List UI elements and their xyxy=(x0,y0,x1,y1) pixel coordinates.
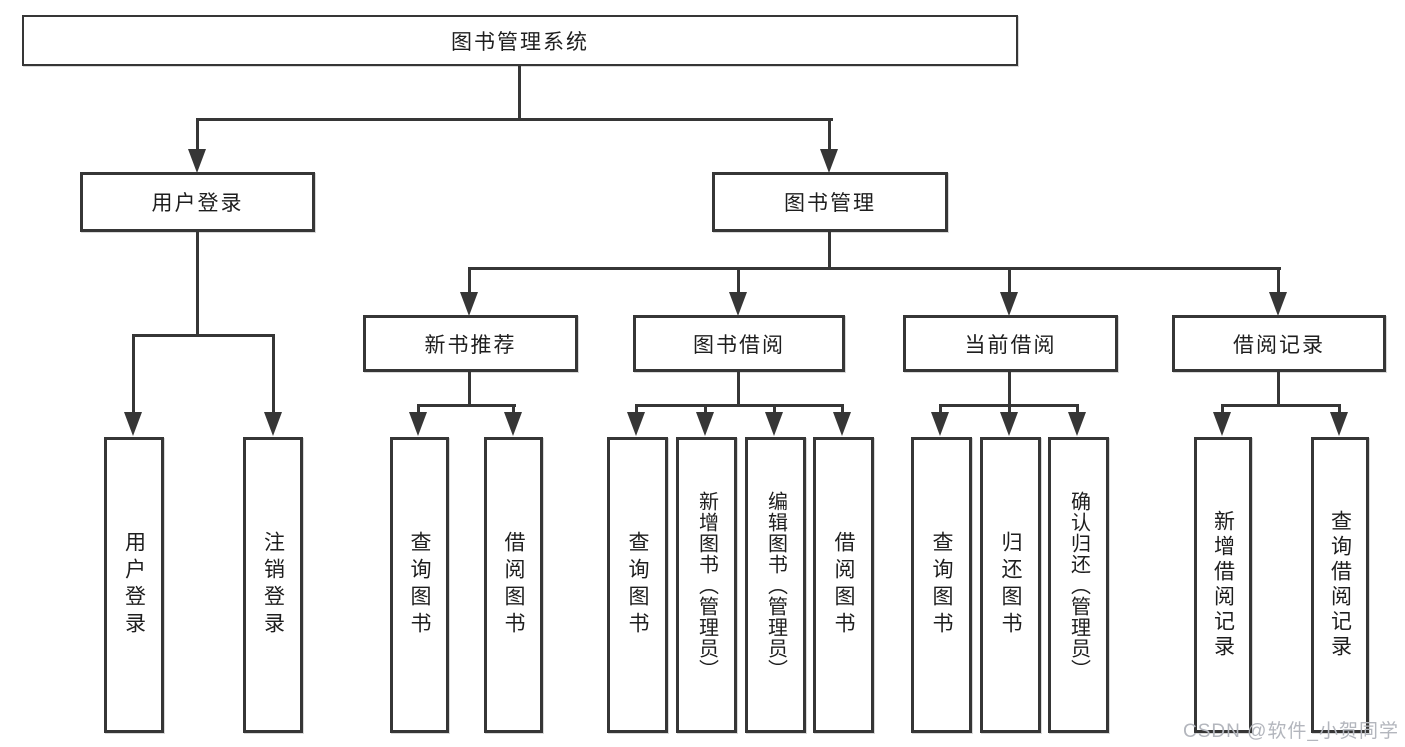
connector-stem-user-login xyxy=(196,118,199,152)
node-current-borrow: 当前借阅 xyxy=(903,315,1118,372)
leaf-query-books-current: 查询图书 xyxy=(911,437,972,733)
node-new-book-recommend: 新书推荐 xyxy=(363,315,578,372)
leaf-confirm-return-admin: 确认归还（管理员） xyxy=(1048,437,1109,733)
connector-user-login-bar xyxy=(132,334,275,337)
leaf-add-borrow-record-label: 新增借阅记录 xyxy=(1211,510,1235,660)
connector-borrow-records-bar xyxy=(1221,404,1341,407)
connector-stem-borrow-books-recommend xyxy=(512,404,515,414)
node-borrow-records-label: 借阅记录 xyxy=(1233,333,1325,357)
arrow-down-new-book-recommend-icon xyxy=(460,292,478,316)
leaf-borrow-books-recommend: 借阅图书 xyxy=(484,437,543,733)
arrow-down-query-books-current-icon xyxy=(931,412,949,436)
connector-stem-borrow-books-borrow xyxy=(841,404,844,414)
leaf-borrow-books-borrow: 借阅图书 xyxy=(813,437,874,733)
leaf-add-borrow-record: 新增借阅记录 xyxy=(1194,437,1252,733)
arrow-down-add-book-admin-icon xyxy=(696,412,714,436)
connector-stem-book-management xyxy=(828,118,831,152)
connector-stem-add-borrow-record xyxy=(1221,404,1224,414)
connector-stem-edit-book-admin xyxy=(773,404,776,414)
arrow-down-current-borrow-icon xyxy=(1000,292,1018,316)
leaf-borrow-books-borrow-label: 借阅图书 xyxy=(832,531,855,639)
node-book-management-label: 图书管理 xyxy=(784,192,876,215)
leaf-return-book-label: 归还图书 xyxy=(999,531,1022,639)
node-book-borrow: 图书借阅 xyxy=(633,315,845,372)
connector-stem-query-books-borrow xyxy=(635,404,638,414)
leaf-add-book-admin-label: 新增图书（管理员） xyxy=(695,490,718,680)
leaf-edit-book-admin-label: 编辑图书（管理员） xyxy=(764,490,787,680)
arrow-down-return-book-icon xyxy=(1000,412,1018,436)
leaf-logout: 注销登录 xyxy=(243,437,303,733)
connector-stem-current-borrow xyxy=(1008,267,1011,293)
leaf-query-books-current-label: 查询图书 xyxy=(930,531,953,639)
node-new-book-recommend-label: 新书推荐 xyxy=(424,333,517,357)
leaf-user-login-label: 用户登录 xyxy=(122,531,146,639)
arrow-down-user-login-icon xyxy=(188,149,206,173)
leaf-query-borrow-record: 查询借阅记录 xyxy=(1311,437,1369,733)
connector-stem-new-book-recommend xyxy=(468,267,471,293)
connector-book-management-stem xyxy=(828,232,831,270)
arrow-down-confirm-return-admin-icon xyxy=(1068,412,1086,436)
connector-book-borrow-bar xyxy=(635,404,844,407)
node-borrow-records: 借阅记录 xyxy=(1172,315,1386,372)
leaf-query-books-recommend-label: 查询图书 xyxy=(408,531,431,639)
arrow-down-query-books-borrow-icon xyxy=(627,412,645,436)
connector-stem-leaf-user-login xyxy=(132,334,135,414)
node-current-borrow-label: 当前借阅 xyxy=(964,333,1057,357)
arrow-down-book-management-icon xyxy=(820,149,838,173)
arrow-down-borrow-books-borrow-icon xyxy=(833,412,851,436)
connector-new-book-recommend-bar xyxy=(417,404,516,407)
connector-stem-borrow-records xyxy=(1277,267,1280,293)
connector-root-bar xyxy=(196,118,833,121)
connector-stem-return-book xyxy=(1008,404,1011,414)
leaf-confirm-return-admin-label: 确认归还（管理员） xyxy=(1067,490,1090,680)
connector-new-book-recommend-stem xyxy=(468,372,471,407)
leaf-borrow-books-recommend-label: 借阅图书 xyxy=(502,531,525,639)
leaf-query-borrow-record-label: 查询借阅记录 xyxy=(1328,510,1352,660)
connector-book-management-bar xyxy=(468,267,1281,270)
arrow-down-edit-book-admin-icon xyxy=(765,412,783,436)
csdn-watermark: CSDN @软件_小贺同学 xyxy=(1183,721,1399,742)
arrow-down-query-borrow-record-icon xyxy=(1330,412,1348,436)
leaf-edit-book-admin: 编辑图书（管理员） xyxy=(745,437,806,733)
connector-user-login-stem xyxy=(196,232,199,337)
arrow-down-book-borrow-icon xyxy=(729,292,747,316)
connector-stem-leaf-logout xyxy=(272,334,275,414)
connector-current-borrow-stem xyxy=(1008,372,1011,407)
connector-stem-query-books-recommend xyxy=(417,404,420,414)
node-book-management: 图书管理 xyxy=(712,172,948,232)
arrow-down-leaf-user-login-icon xyxy=(124,412,142,436)
connector-book-borrow-stem xyxy=(737,372,740,407)
arrow-down-add-borrow-record-icon xyxy=(1213,412,1231,436)
leaf-return-book: 归还图书 xyxy=(980,437,1041,733)
connector-stem-query-borrow-record xyxy=(1338,404,1341,414)
connector-borrow-records-stem xyxy=(1277,372,1280,407)
node-book-borrow-label: 图书借阅 xyxy=(693,333,785,357)
arrow-down-leaf-logout-icon xyxy=(264,412,282,436)
node-root-label: 图书管理系统 xyxy=(451,30,589,54)
leaf-query-books-borrow-label: 查询图书 xyxy=(626,531,649,639)
connector-stem-book-borrow xyxy=(737,267,740,293)
connector-root-stem xyxy=(518,66,521,120)
connector-stem-confirm-return-admin xyxy=(1076,404,1079,414)
leaf-user-login: 用户登录 xyxy=(104,437,164,733)
leaf-logout-label: 注销登录 xyxy=(261,531,285,639)
arrow-down-borrow-records-icon xyxy=(1269,292,1287,316)
node-user-login: 用户登录 xyxy=(80,172,315,232)
connector-stem-add-book-admin xyxy=(704,404,707,414)
leaf-add-book-admin: 新增图书（管理员） xyxy=(676,437,737,733)
arrow-down-borrow-books-recommend-icon xyxy=(504,412,522,436)
leaf-query-books-borrow: 查询图书 xyxy=(607,437,668,733)
node-root-library-system: 图书管理系统 xyxy=(22,15,1018,66)
node-user-login-label: 用户登录 xyxy=(151,192,244,215)
connector-stem-query-books-current xyxy=(939,404,942,414)
leaf-query-books-recommend: 查询图书 xyxy=(390,437,449,733)
arrow-down-query-books-recommend-icon xyxy=(409,412,427,436)
